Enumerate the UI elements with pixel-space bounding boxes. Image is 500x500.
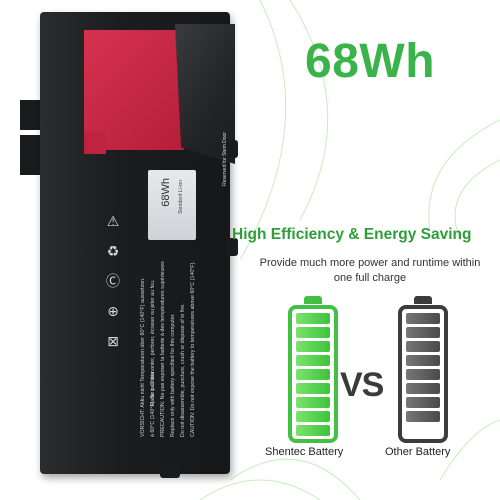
battery-cell <box>406 313 440 324</box>
battery-cell <box>406 383 440 394</box>
peel-film <box>175 24 235 164</box>
spec-sticker: 68Wh Standard Li-ion <box>148 170 196 240</box>
battery-tab <box>160 468 180 478</box>
battery-cell <box>406 397 440 408</box>
battery-tab <box>226 140 238 158</box>
capacity-label: 68Wh <box>160 178 172 207</box>
certification-icons: ⚠ ♻ Ⓒ ⊕ ⊠ <box>98 212 128 362</box>
battery-cell <box>296 341 330 352</box>
other-battery-label: Other Battery <box>385 446 451 458</box>
battery-cap <box>304 296 322 304</box>
caution-text: CAUTION: Do not expose the battery to te… <box>190 261 196 437</box>
made-in-text: Made in China <box>150 372 156 407</box>
laptop-battery: Reserved for Stem Door 68Wh Standard Li-… <box>40 12 235 474</box>
battery-cell <box>406 355 440 366</box>
battery-cell <box>296 355 330 366</box>
feature-description: Provide much more power and runtime with… <box>259 257 481 284</box>
battery-tab <box>20 100 42 130</box>
no-bin-icon: ⊠ <box>107 333 119 349</box>
caution-text: PRECAUTION: Ne pas exposer la batterie à… <box>160 261 166 437</box>
battery-tab <box>20 135 42 175</box>
battery-cell <box>296 327 330 338</box>
recycle-icon: ♻ <box>106 243 120 259</box>
capacity-headline: 68Wh <box>305 35 436 88</box>
battery-cell <box>296 369 330 380</box>
battery-cell <box>296 411 330 422</box>
ce-mark-icon: Ⓒ <box>106 273 120 289</box>
battery-cap <box>414 296 432 304</box>
fcc-icon: ⊕ <box>107 303 119 319</box>
vs-text: VS <box>340 366 384 404</box>
warning-triangle-icon: ⚠ <box>106 213 120 229</box>
battery-cell <box>296 397 330 408</box>
feature-subheadline: High Efficiency & Energy Saving <box>232 226 472 243</box>
protective-red-label <box>84 30 184 150</box>
caution-text: Replace only with battery specified for … <box>170 313 176 437</box>
protective-red-label-corner <box>84 132 106 154</box>
battery-cell <box>296 425 330 436</box>
battery-tab <box>226 238 238 256</box>
battery-cell <box>296 383 330 394</box>
battery-cell <box>406 369 440 380</box>
battery-cell <box>296 313 330 324</box>
caution-text: Do not disassemble, puncture, crush or d… <box>180 303 186 437</box>
battery-cell <box>406 327 440 338</box>
battery-cell <box>406 341 440 352</box>
shentec-battery-label: Shentec Battery <box>265 446 344 458</box>
caution-text: VORSICHT: Akku nicht Temperaturen über 6… <box>140 277 146 437</box>
shentec-battery-icon <box>288 305 338 443</box>
battery-cell <box>406 411 440 422</box>
other-battery-icon <box>398 305 448 443</box>
spec-sub-text: Standard Li-ion <box>178 180 184 214</box>
